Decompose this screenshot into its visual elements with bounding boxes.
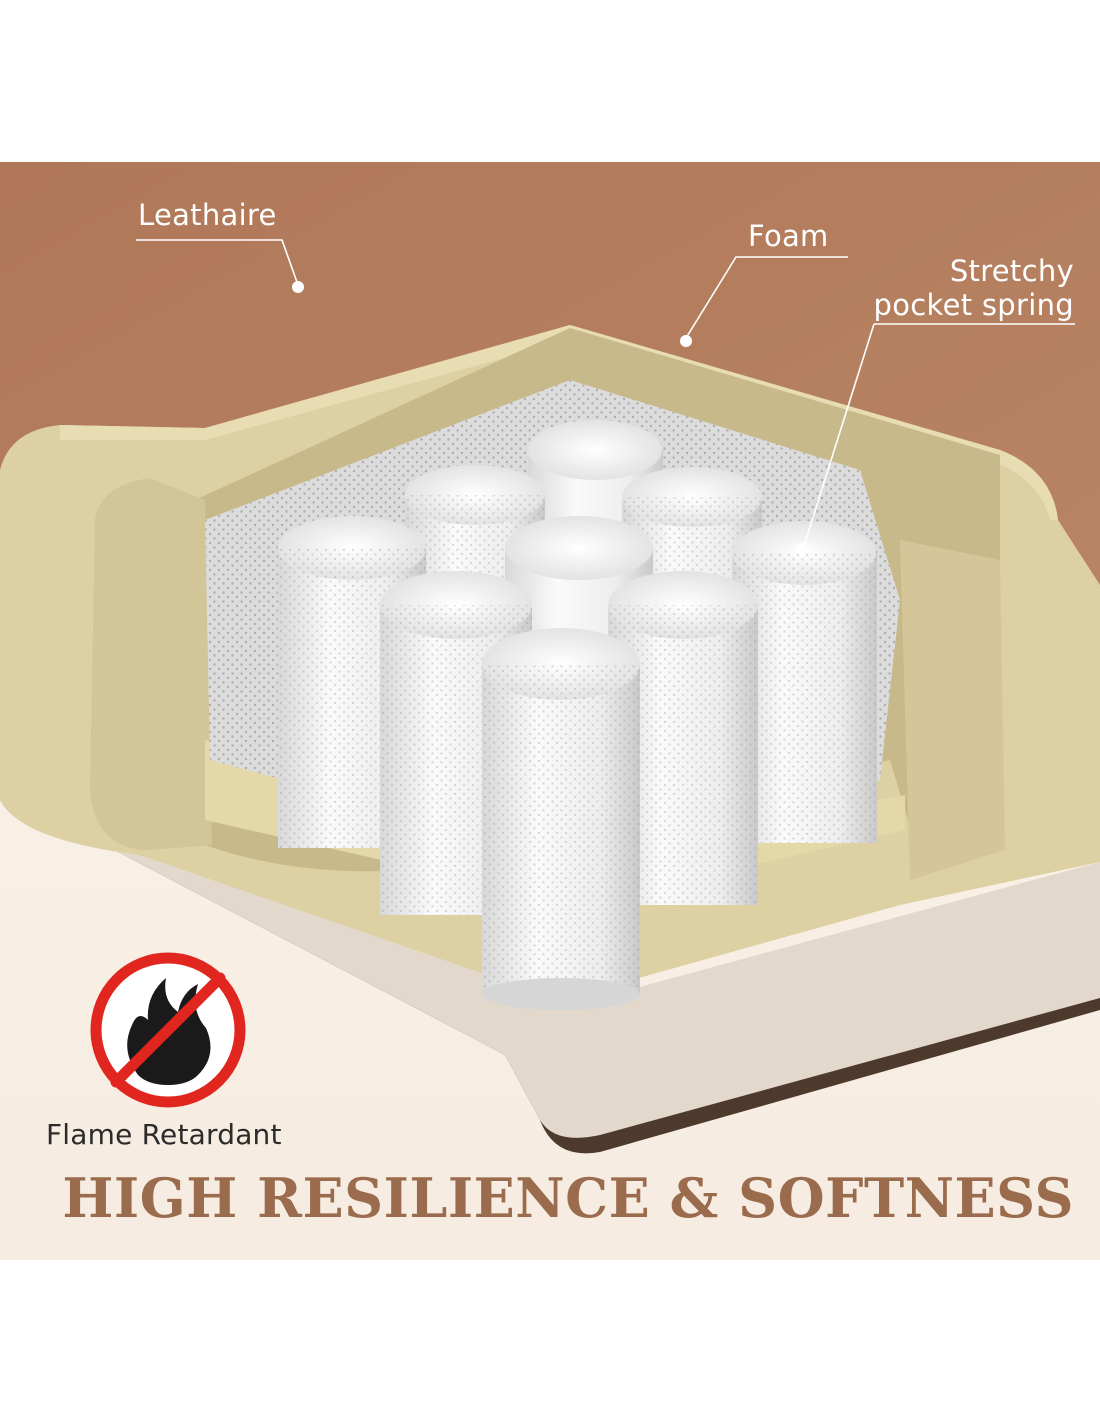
- spring-marker: [796, 543, 808, 555]
- pocket-spring-label-line1: Stretchy: [949, 254, 1074, 288]
- no-flame-icon: [90, 952, 246, 1108]
- headline: HIGH RESILIENCE & SOFTNESS: [62, 1166, 1074, 1230]
- pocket-spring-label-line2: pocket spring: [873, 288, 1074, 322]
- flame-retardant-label: Flame Retardant: [46, 1118, 282, 1151]
- pocket-springs: [278, 420, 877, 1010]
- foam-marker: [680, 335, 692, 347]
- leathaire-label: Leathaire: [138, 198, 277, 232]
- leathaire-marker: [292, 281, 304, 293]
- pocket-spring-label: Stretchy pocket spring: [862, 254, 1074, 322]
- callout-lines: [136, 239, 1075, 547]
- foam-label: Foam: [748, 219, 829, 253]
